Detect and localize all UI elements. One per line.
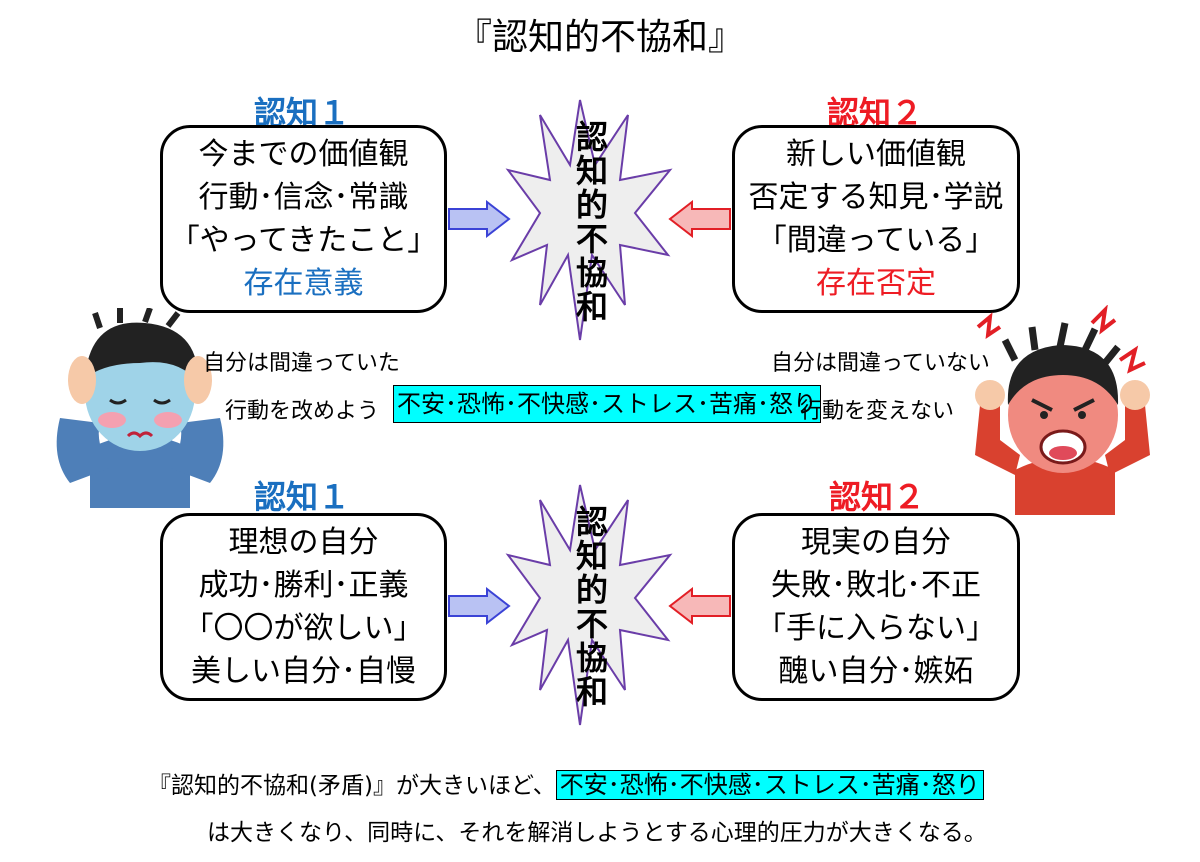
lower-cognition1-label: 認知１ (253, 478, 350, 516)
lower-cognition1-line: 成功･勝利･正義 (198, 568, 409, 603)
page-title: 『認知的不協和』 (455, 17, 744, 58)
lower-cognition2-line: 「手に入らない」 (756, 611, 996, 646)
lower-cognition1-line: 「〇〇が欲しい」 (183, 611, 424, 646)
middle-right-line1: 自分は間違っていない (771, 351, 990, 376)
lower-cognition2-box: 現実の自分 失敗･敗北･不正 「手に入らない」 醜い自分･嫉妬 (732, 513, 1020, 701)
lower-cognition2-line: 失敗･敗北･不正 (771, 568, 981, 603)
blue-arrow-icon (448, 200, 511, 238)
top-burst-text: 認知的不協和 (571, 120, 609, 324)
burst-icon (505, 484, 673, 726)
blue-arrow-icon (448, 587, 511, 625)
lower-cognition1-line: 理想の自分 (228, 525, 379, 560)
top-cognition2-emphasis: 存在否定 (816, 266, 936, 301)
lower-cognition1-box: 理想の自分 成功･勝利･正義 「〇〇が欲しい」 美しい自分･自慢 (160, 513, 447, 701)
bottom-line1-highlight: 不安･恐怖･不快感･ストレス･苦痛･怒り (555, 770, 984, 800)
top-cognition2-line: 否定する知見･学説 (748, 180, 1004, 215)
top-cognition1-emphasis: 存在意義 (243, 266, 364, 301)
lower-cognition2-label: 認知２ (828, 478, 925, 516)
top-cognition1-box: 今までの価値観 行動･信念･常識 「やってきたこと」 存在意義 (160, 125, 447, 313)
red-arrow-icon (668, 200, 731, 238)
lower-cognition1-line: 美しい自分･自慢 (191, 654, 416, 689)
top-cognition2-line: 新しい価値観 (786, 137, 966, 172)
bottom-line1-prefix: 『認知的不協和(矛盾)』が大きいほど、 (148, 773, 556, 799)
top-cognition2-box: 新しい価値観 否定する知見･学説 「間違っている」 存在否定 (732, 125, 1020, 313)
lower-cognition2-line: 現実の自分 (801, 525, 951, 560)
angry-person-icon (975, 305, 1150, 515)
burst-icon (505, 99, 673, 341)
middle-left-line2: 行動を改めよう (225, 399, 380, 424)
top-cognition1-line: 「やってきたこと」 (169, 223, 438, 258)
top-cognition1-line: 今までの価値観 (198, 137, 409, 172)
lower-burst-text: 認知的不協和 (571, 505, 609, 709)
top-cognition1-line: 行動･信念･常識 (198, 180, 409, 215)
bottom-line1: 『認知的不協和(矛盾)』が大きいほど、不安･恐怖･不快感･ストレス･苦痛･怒り (148, 765, 984, 800)
middle-right-line2: 行動を変えない (800, 399, 955, 424)
red-arrow-icon (668, 587, 731, 625)
bottom-line2: は大きくなり、同時に、それを解消しようとする心理的圧力が大きくなる。 (207, 820, 987, 846)
middle-emotions: 不安･恐怖･不快感･ストレス･苦痛･怒り (393, 385, 821, 423)
worried-person-icon (56, 308, 224, 508)
middle-left-line1: 自分は間違っていた (203, 351, 400, 376)
lower-cognition2-line: 醜い自分･嫉妬 (778, 654, 974, 689)
top-cognition2-line: 「間違っている」 (756, 223, 996, 258)
